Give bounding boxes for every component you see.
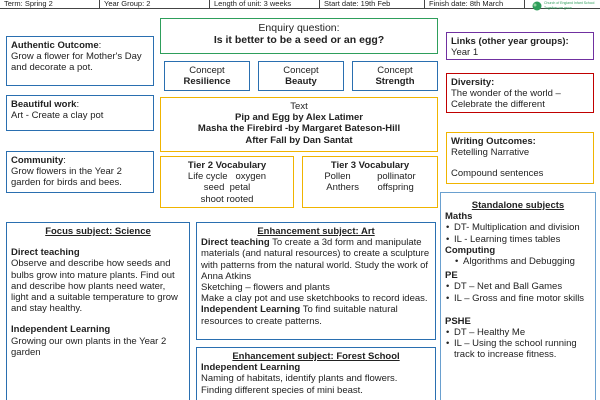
forest-line-1: Naming of habitats, identify plants and … bbox=[201, 373, 398, 385]
computing-list: Algorithms and Debugging bbox=[445, 256, 591, 267]
focus-independent-label: Independent Learning bbox=[11, 324, 111, 336]
tier3-label: Tier 3 Vocabulary bbox=[330, 160, 410, 171]
header-strip: Term: Spring 2 Year Group: 2 Length of u… bbox=[0, 0, 600, 9]
authentic-outcome-text: Grow a flower for Mother's Day and decor… bbox=[11, 51, 142, 74]
computing-item: Algorithms and Debugging bbox=[445, 256, 591, 267]
focus-direct-label: Direct teaching bbox=[11, 247, 80, 259]
tier2-line: shoot rooted bbox=[200, 193, 254, 205]
tier2-line: seed petal bbox=[203, 182, 251, 194]
logo-text-1: Church of England Infant School bbox=[544, 1, 595, 5]
forest-title: Enhancement subject: Forest School bbox=[232, 351, 400, 362]
writing-line-1: Retelling Narrative bbox=[451, 147, 530, 159]
art-line-2: Sketching – flowers and plants bbox=[201, 282, 330, 294]
pe-list: DT – Net and Ball Games IL – Gross and f… bbox=[445, 281, 591, 304]
finish-date-cell: Finish date: 8th March bbox=[425, 0, 525, 8]
pshe-label: PSHE bbox=[445, 315, 471, 327]
enquiry-label: Enquiry question: bbox=[258, 22, 340, 34]
art-line-3: Make a clay pot and use sketchbooks to r… bbox=[201, 293, 428, 305]
community-box: Community: Grow flowers in the Year 2 ga… bbox=[6, 151, 154, 193]
concept-value: Strength bbox=[375, 76, 415, 88]
pshe-item: IL – Using the school running track to i… bbox=[445, 338, 591, 360]
standalone-title: Standalone subjects bbox=[471, 200, 565, 211]
writing-line-2: Compound sentences bbox=[451, 168, 544, 180]
focus-science-box: Focus subject: Science Direct teaching O… bbox=[6, 222, 190, 400]
enhancement-forest-box: Enhancement subject: Forest School Indep… bbox=[196, 347, 436, 400]
diversity-label: Diversity: bbox=[451, 77, 495, 88]
maths-list: DT- Multiplication and division IL - Lea… bbox=[445, 222, 591, 245]
art-title: Enhancement subject: Art bbox=[257, 226, 375, 237]
pshe-item: DT – Healthy Me bbox=[445, 327, 591, 338]
pe-label: PE bbox=[445, 270, 458, 282]
text-line-2: Masha the Firebird -by Margaret Bateson-… bbox=[197, 123, 401, 135]
text-line-3: After Fall by Dan Santat bbox=[245, 134, 353, 146]
tier2-line: Life cycle oxygen bbox=[187, 171, 267, 183]
focus-independent-text: Growing our own plants in the Year 2 gar… bbox=[11, 335, 167, 358]
art-independent-label: Independent Learning bbox=[201, 304, 301, 316]
links-text: Year 1 bbox=[451, 47, 479, 59]
links-box: Links (other year groups): Year 1 bbox=[446, 32, 594, 60]
tier2-vocabulary-box: Tier 2 Vocabulary Life cycle oxygen seed… bbox=[160, 156, 294, 208]
pe-item: IL – Gross and fine motor skills bbox=[445, 293, 591, 304]
text-box: Text Pip and Egg by Alex Latimer Masha t… bbox=[160, 97, 438, 152]
beautiful-work-text: Art - Create a clay pot bbox=[11, 110, 104, 122]
start-date-cell: Start date: 19th Feb bbox=[320, 0, 425, 8]
enquiry-question: Is it better to be a seed or an egg? bbox=[213, 34, 385, 47]
authentic-outcome-box: Authentic Outcome: Grow a flower for Mot… bbox=[6, 36, 154, 86]
school-logo: Church of England Infant School Together… bbox=[530, 0, 600, 22]
text-label: Text bbox=[290, 101, 308, 112]
logo-text-2: Together we grow bbox=[544, 6, 572, 10]
diversity-box: Diversity: The wonder of the world – Cel… bbox=[446, 73, 594, 113]
concept-value: Resilience bbox=[183, 76, 231, 88]
concept-box-strength: Concept Strength bbox=[352, 61, 438, 91]
term-cell: Term: Spring 2 bbox=[0, 0, 100, 8]
standalone-subjects-box: Standalone subjects Maths DT- Multiplica… bbox=[440, 192, 596, 400]
tier3-line: Pollen pollinator bbox=[324, 171, 416, 183]
tier3-line: Anthers offspring bbox=[326, 182, 414, 194]
tier2-label: Tier 2 Vocabulary bbox=[187, 160, 267, 171]
community-text: Grow flowers in the Year 2 garden for bi… bbox=[11, 166, 122, 189]
concept-label: Concept bbox=[377, 65, 413, 76]
writing-label: Writing Outcomes: bbox=[451, 136, 536, 147]
concept-label: Concept bbox=[189, 65, 225, 76]
pe-item: DT – Net and Ball Games bbox=[445, 281, 591, 292]
concept-box-resilience: Concept Resilience bbox=[164, 61, 250, 91]
tier3-vocabulary-box: Tier 3 Vocabulary Pollen pollinator Anth… bbox=[302, 156, 438, 208]
art-direct-text: To create a 3d form and manipulate mater… bbox=[201, 237, 430, 282]
forest-independent-label: Independent Learning bbox=[201, 362, 301, 374]
authentic-outcome-label: Authentic Outcome bbox=[11, 40, 99, 51]
links-label: Links (other year groups): bbox=[451, 36, 569, 47]
forest-line-2: Finding different species of mini beast. bbox=[201, 384, 363, 396]
focus-title: Focus subject: Science bbox=[45, 226, 151, 237]
pshe-list: DT – Healthy Me IL – Using the school ru… bbox=[445, 327, 591, 361]
beautiful-work-box: Beautiful work: Art - Create a clay pot bbox=[6, 95, 154, 131]
computing-label: Computing bbox=[445, 244, 496, 256]
year-group-cell: Year Group: 2 bbox=[100, 0, 210, 8]
focus-direct-text: Observe and describe how seeds and bulbs… bbox=[11, 258, 178, 315]
writing-outcomes-box: Writing Outcomes: Retelling Narrative Co… bbox=[446, 132, 594, 184]
beautiful-work-label: Beautiful work bbox=[11, 99, 77, 110]
enhancement-art-box: Enhancement subject: Art Direct teaching… bbox=[196, 222, 436, 340]
diversity-text: The wonder of the world – Celebrate the … bbox=[451, 88, 561, 111]
maths-item: DT- Multiplication and division bbox=[445, 222, 591, 233]
length-cell: Length of unit: 3 weeks bbox=[210, 0, 320, 8]
art-direct-label: Direct teaching bbox=[201, 237, 270, 249]
concept-box-beauty: Concept Beauty bbox=[258, 61, 344, 91]
maths-label: Maths bbox=[445, 211, 473, 223]
maths-item: IL - Learning times tables bbox=[445, 234, 591, 245]
enquiry-question-box: Enquiry question: Is it better to be a s… bbox=[160, 18, 438, 54]
community-label: Community bbox=[11, 155, 64, 166]
school-logo-icon bbox=[532, 1, 542, 11]
art-independent-text: To find suitable natural resources to cr… bbox=[201, 304, 398, 327]
concept-label: Concept bbox=[283, 65, 319, 76]
concept-value: Beauty bbox=[285, 76, 317, 88]
text-line-1: Pip and Egg by Alex Latimer bbox=[235, 112, 363, 124]
